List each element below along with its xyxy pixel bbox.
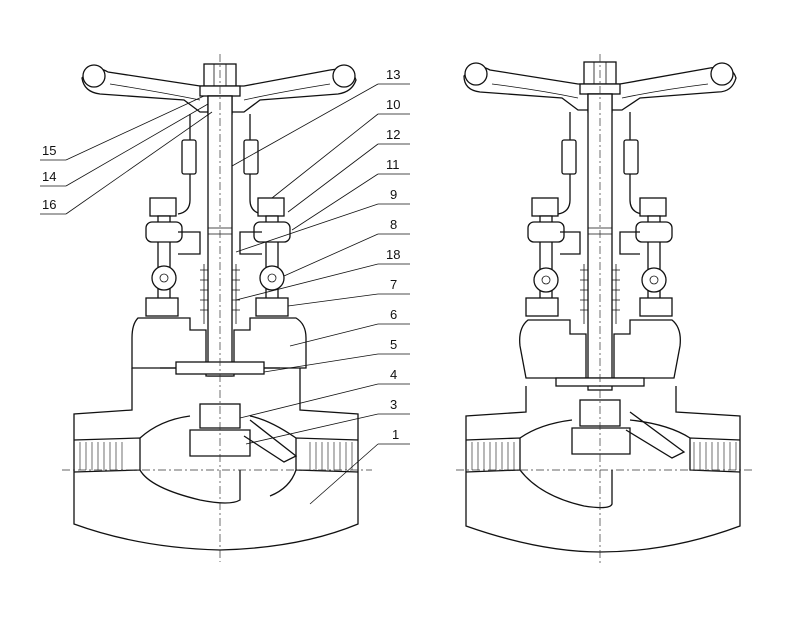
label-part-9: 9 — [390, 187, 397, 202]
label-part-16: 16 — [42, 197, 56, 212]
label-part-4: 4 — [390, 367, 397, 382]
right-body-threads — [471, 442, 737, 470]
right-gland-bolts — [525, 197, 673, 317]
label-part-1: 1 — [392, 427, 399, 442]
label-part-15: 15 — [42, 143, 56, 158]
left-body — [73, 368, 359, 551]
right-bonnet — [519, 319, 681, 381]
label-part-14: 14 — [42, 169, 56, 184]
right-yoke — [557, 112, 643, 215]
left-body-threads — [79, 442, 353, 470]
right-valve — [456, 54, 752, 566]
label-part-13: 13 — [386, 67, 400, 82]
right-packing — [580, 264, 620, 324]
left-yoke — [177, 114, 263, 215]
label-part-10: 10 — [386, 97, 400, 112]
leader-lines — [40, 83, 410, 505]
label-part-11: 11 — [386, 157, 400, 172]
label-part-5: 5 — [390, 337, 397, 352]
left-valve — [62, 54, 372, 562]
label-part-18: 18 — [386, 247, 400, 262]
label-part-6: 6 — [390, 307, 397, 322]
label-part-12: 12 — [386, 127, 400, 142]
left-gland-bolts — [145, 197, 291, 317]
left-packing — [200, 264, 240, 324]
label-part-7: 7 — [390, 277, 397, 292]
part-labels: 13 10 12 11 9 8 18 7 6 5 4 3 1 15 14 16 — [42, 67, 400, 442]
label-part-8: 8 — [390, 217, 397, 232]
label-part-3: 3 — [390, 397, 397, 412]
